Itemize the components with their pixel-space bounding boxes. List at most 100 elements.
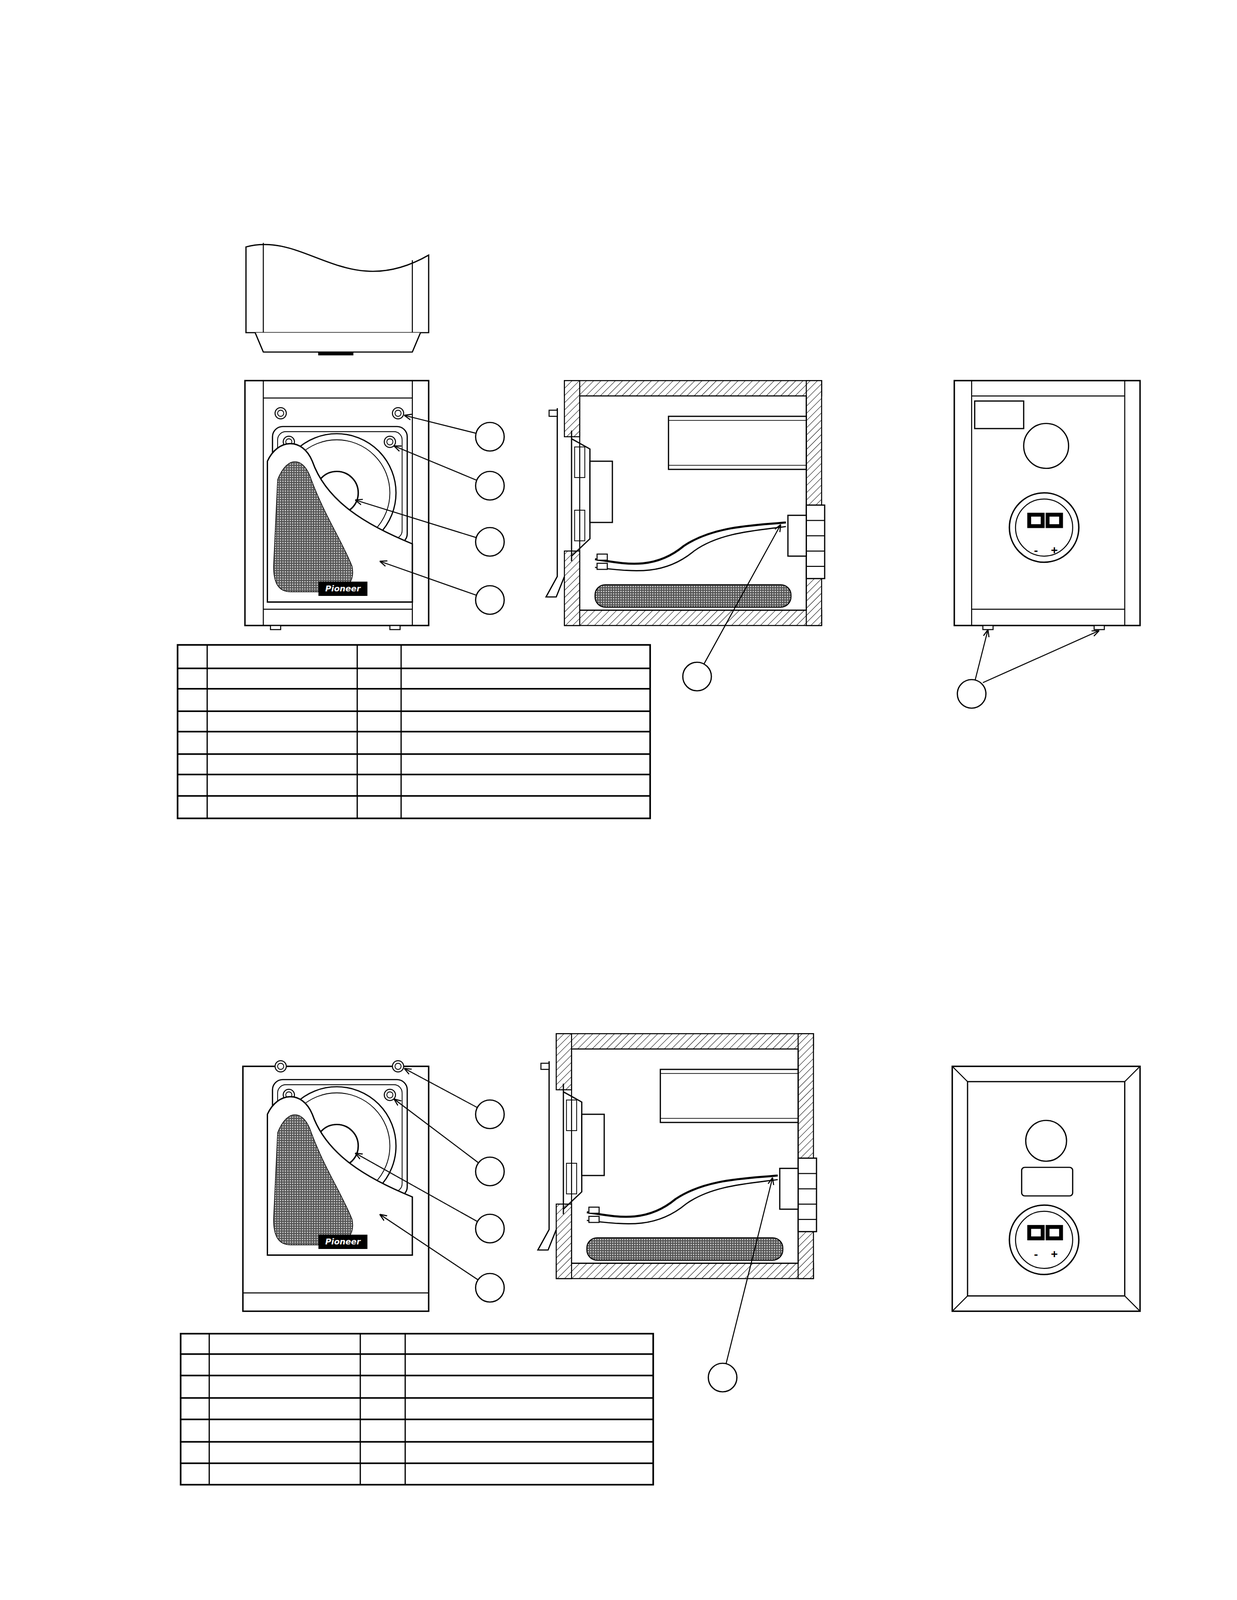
outline-circle	[395, 1063, 402, 1071]
outline-line	[262, 380, 264, 626]
outline-rect	[556, 1033, 572, 1091]
outline-circle	[392, 1060, 404, 1073]
outline-line	[177, 730, 651, 733]
outline-line	[982, 630, 1100, 684]
outline-rect	[1049, 516, 1060, 525]
leader-line	[355, 500, 477, 538]
outline-line	[971, 608, 1125, 610]
outline-path	[546, 408, 565, 597]
outline-rect	[660, 1069, 799, 1123]
outline-circle	[277, 410, 284, 417]
outline-line	[180, 1441, 654, 1443]
leader-line	[404, 415, 476, 434]
outline-rect	[787, 515, 807, 557]
outline-rect	[180, 1334, 654, 1486]
leader-line	[379, 561, 477, 596]
outline-circle	[384, 1089, 396, 1101]
outline-circle	[1015, 1211, 1073, 1269]
terminal-polarity: -	[1033, 1248, 1038, 1261]
outline-line	[359, 1334, 362, 1486]
callout-circle	[475, 1273, 505, 1303]
outline-circle	[386, 1092, 394, 1099]
outline-line	[660, 1073, 799, 1074]
outline-path	[243, 1290, 430, 1312]
brand-logo: Pioneer	[325, 1237, 361, 1247]
outline-rect	[798, 1158, 817, 1233]
rear-view	[952, 1066, 1140, 1312]
outline-line	[1124, 1066, 1141, 1082]
outline-circle	[274, 407, 287, 420]
callout-circle	[957, 679, 987, 709]
outline-line	[798, 1203, 817, 1205]
outline-circle	[386, 439, 394, 446]
leader-line	[379, 1214, 479, 1281]
outline-rect	[798, 1033, 814, 1279]
outline-path	[267, 443, 413, 602]
outline-rect	[571, 1049, 799, 1264]
outline-rect	[579, 396, 807, 611]
outline-path	[267, 1096, 413, 1256]
terminal-polarity: -	[1033, 544, 1038, 557]
outline-circle	[1023, 423, 1069, 469]
outline-line	[668, 464, 807, 466]
outline-rect	[1046, 1225, 1063, 1241]
outline-path	[273, 461, 353, 592]
outline-rect	[596, 563, 608, 570]
outline-rect	[581, 1114, 605, 1176]
outline-circle	[1009, 493, 1079, 563]
outline-rect	[1031, 516, 1042, 525]
logo-badge	[318, 581, 368, 597]
outline-path	[537, 1061, 557, 1251]
logo-badge	[318, 1235, 368, 1250]
outline-rect	[574, 447, 586, 479]
front-view	[243, 1060, 430, 1312]
callout-circle	[475, 471, 505, 501]
callout-circle	[475, 422, 505, 452]
outline-line	[971, 395, 1125, 397]
outline-rect	[541, 1063, 550, 1071]
outline-circle	[1015, 498, 1073, 557]
outline-rect	[564, 610, 822, 626]
outline-line	[177, 710, 651, 713]
outline-rect	[954, 380, 1141, 626]
outline-rect	[390, 625, 401, 630]
outline-line	[180, 1374, 654, 1377]
outline-line	[180, 1353, 654, 1356]
outline-line	[263, 608, 413, 610]
leader-line	[355, 1153, 478, 1223]
outline-line	[206, 645, 208, 819]
outline-rect	[556, 1033, 814, 1050]
outline-rect	[556, 1204, 572, 1279]
outline-line	[208, 1334, 211, 1486]
outline-line	[263, 397, 413, 399]
outline-rect	[556, 1263, 814, 1280]
outline-circle	[1025, 1120, 1067, 1162]
grille-top-view	[245, 243, 429, 356]
outline-rect	[974, 400, 1024, 429]
outline-line	[177, 753, 651, 756]
outline-line	[262, 243, 264, 333]
outline-rect	[952, 1066, 1140, 1312]
outline-path	[571, 430, 591, 562]
outline-line	[177, 773, 651, 776]
parts-table	[177, 645, 651, 819]
outline-rect	[1031, 1228, 1042, 1237]
outline-line	[660, 1118, 799, 1119]
leader-line	[404, 1068, 478, 1108]
outline-path	[245, 244, 429, 333]
outline-rect	[1046, 513, 1063, 529]
outline-rect	[1027, 1225, 1045, 1241]
outline-path	[255, 332, 421, 353]
outline-path	[595, 526, 787, 571]
leader-line	[394, 1099, 479, 1164]
outline-path	[563, 1084, 582, 1215]
outline-line	[952, 1296, 968, 1312]
outline-line	[806, 519, 826, 521]
outline-circle	[392, 407, 404, 420]
outline-path	[273, 1114, 353, 1246]
outline-line	[177, 667, 651, 670]
callout-circle	[708, 1363, 738, 1393]
speaker-set	[180, 1033, 1140, 1600]
outline-line	[971, 380, 973, 626]
outline-rect	[779, 1168, 799, 1210]
